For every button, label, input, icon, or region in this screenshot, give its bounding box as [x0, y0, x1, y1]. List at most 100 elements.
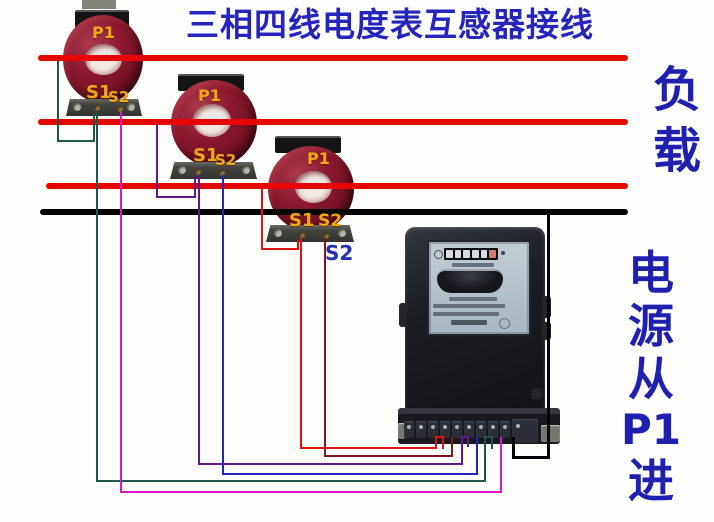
ct1-s1-wire — [484, 437, 486, 482]
neutral-wire — [512, 437, 515, 458]
ct2-p1-label: P1 — [198, 86, 221, 105]
meter-disk-window — [437, 271, 503, 293]
terminal-8 — [488, 421, 498, 438]
ct2-tap-wire — [194, 176, 196, 198]
meter-seal-stamp — [499, 318, 510, 329]
meter-right-lug — [542, 296, 551, 318]
ct3-bracket-hole-left — [274, 229, 282, 237]
ct1-tap-wire — [57, 60, 59, 142]
terminal-3 — [428, 421, 438, 438]
terminal-7 — [476, 421, 486, 438]
ct2-s1-wire — [461, 436, 469, 438]
ct3-bracket — [266, 225, 354, 242]
ct2-bracket-hole-left — [178, 166, 186, 174]
meter-register — [444, 248, 498, 260]
source-char: 电 — [628, 246, 674, 300]
ct2-tap-wire — [156, 124, 158, 198]
ct1-s1-wire — [491, 437, 493, 449]
load-char: 载 — [652, 123, 701, 179]
terminal-4 — [440, 421, 450, 438]
load-label: 负 载 — [645, 66, 709, 175]
ct2-s1-wire — [461, 437, 463, 465]
ct1-s2-label: S2 — [108, 88, 130, 106]
bus-phase-3 — [46, 183, 628, 189]
terminal-9 — [500, 421, 510, 438]
ct2-s2-wire — [476, 437, 478, 475]
terminal-block-left-cap — [398, 423, 405, 439]
terminal-5 — [452, 421, 462, 438]
terminal-1 — [404, 421, 414, 438]
ct3-s2-label: S2 — [318, 211, 343, 231]
ct1-tap-wire — [57, 140, 95, 142]
ct3-s2-wire — [451, 437, 453, 457]
ct3-s1-wire — [300, 447, 437, 449]
ct2-s2-label: S2 — [215, 151, 237, 169]
ct2-s1-wire — [198, 175, 200, 465]
terminal-block-right-cap — [541, 425, 560, 442]
ct3-s1-screw — [299, 232, 305, 238]
ct2-s2-wire — [222, 473, 478, 475]
ct1-s2-screw — [117, 106, 123, 112]
ct1-s2-wire — [120, 491, 502, 493]
ct1-s1-label: S1 — [86, 82, 112, 103]
bus-phase-1 — [38, 55, 628, 61]
diagram-title: 三相四线电度表互感器接线 — [186, 5, 594, 44]
ct2-s1-screw — [195, 169, 201, 175]
meter-face-symbol — [434, 250, 443, 259]
source-char: 源 — [628, 299, 674, 353]
terminal-10 — [512, 419, 538, 443]
neutral-wire — [547, 212, 550, 459]
ct1-bracket — [66, 99, 142, 116]
ct3-s2-screw — [323, 233, 329, 239]
ct1-s1-screw — [94, 105, 100, 111]
ct3-s1-label: S1 — [289, 210, 315, 231]
ct3-tap-wire — [261, 188, 263, 250]
ct3-p1-label: P1 — [307, 149, 330, 168]
ct2-bracket-hole-right — [242, 166, 250, 174]
meter-right-lug-2 — [542, 322, 551, 340]
current-transformer-3 — [0, 0, 354, 242]
load-char: 负 — [652, 62, 701, 118]
ct1-top-tab — [82, 0, 116, 9]
ct1-s1-wire — [96, 112, 98, 482]
ct3-tap-wire — [297, 240, 299, 250]
ct1-p1-label: P1 — [92, 23, 115, 42]
ct1-tap-wire — [93, 113, 95, 142]
terminal-2 — [416, 421, 426, 438]
ct2-s1-wire — [467, 437, 469, 447]
ct3-bracket-hole-right — [338, 229, 346, 237]
ct2-s2-wire — [222, 175, 224, 475]
bus-neutral — [40, 209, 628, 215]
bus-phase-2 — [38, 119, 628, 125]
meter-left-lug — [399, 303, 407, 327]
meter-right-lug-3 — [531, 388, 542, 399]
source-char: P1 — [620, 405, 681, 454]
ct2-bracket — [170, 162, 257, 179]
meter-maker-text — [451, 320, 487, 325]
meter-spec-text-1 — [449, 297, 497, 301]
ct1-s1-wire — [96, 480, 486, 482]
ct3-s2-wire — [324, 238, 326, 457]
ct3-s1-wire — [435, 437, 437, 449]
neutral-wire — [512, 456, 550, 459]
ct3-tap-wire — [261, 248, 299, 250]
ct2-s2-screw — [219, 170, 225, 176]
meter-spec-text-2 — [433, 304, 505, 308]
ct1-s2-wire — [500, 437, 502, 493]
ct1-s1-wire — [484, 436, 493, 438]
source-char: 进 — [628, 454, 674, 508]
ct3-s1-wire — [300, 238, 302, 449]
meter-model-text — [452, 263, 494, 267]
source-char: 从 — [628, 352, 674, 406]
ct3-s2-note-label: S2 — [325, 241, 354, 265]
ct1-bracket-hole-right — [127, 103, 135, 111]
meter-face-dot — [501, 251, 505, 255]
source-from-p1-label: 电 源 从 P1 进 — [618, 250, 684, 504]
ct2-tap-wire — [156, 196, 196, 198]
meter-spec-text-3 — [433, 312, 499, 316]
ct2-s1-label: S1 — [193, 145, 219, 166]
ct3-s1-wire — [442, 437, 444, 449]
ct3-s2-wire — [324, 455, 453, 457]
ct1-s2-wire — [120, 112, 122, 493]
